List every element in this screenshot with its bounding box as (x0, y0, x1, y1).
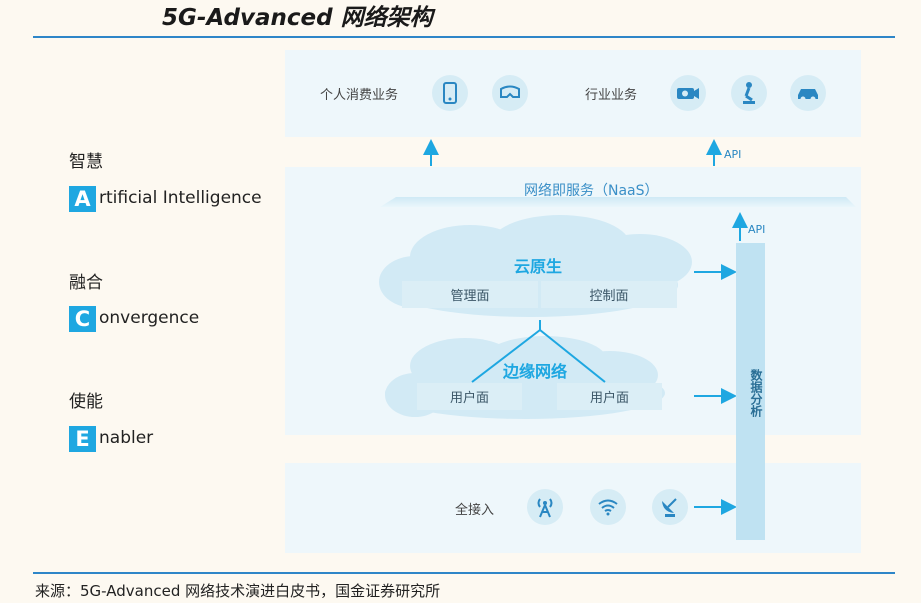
phone-icon (432, 75, 468, 111)
data-analysis-bar (736, 243, 765, 540)
consumer-services-label: 个人消费业务 (320, 88, 399, 103)
management-plane: 管理面 (402, 281, 538, 308)
antenna-tower-icon (527, 489, 563, 525)
full-access-label: 全接入 (455, 503, 495, 518)
page-title: 5G-Advanced 网络架构 (162, 5, 433, 31)
pillar-enabler-cn: 使能 (69, 392, 103, 412)
branch-left (471, 329, 541, 383)
camera-icon (670, 75, 706, 111)
pillar-ai-letter: A (69, 186, 96, 212)
control-plane: 控制面 (541, 281, 677, 308)
access-panel (285, 463, 861, 553)
bottom-divider (33, 572, 895, 574)
api-label-top: API (724, 148, 742, 161)
pillar-convergence-en: onvergence (99, 308, 200, 328)
pillar-convergence-cn: 融合 (69, 273, 103, 293)
user-plane-right: 用户面 (557, 383, 662, 410)
wifi-icon (590, 489, 626, 525)
car-icon (790, 75, 826, 111)
satellite-dish-icon (652, 489, 688, 525)
robot-arm-icon (731, 75, 767, 111)
top-divider (33, 36, 895, 38)
naas-label: 网络即服务（NaaS） (524, 183, 659, 199)
branch-right (539, 329, 606, 383)
naas-band (380, 197, 856, 207)
industry-services-label: 行业业务 (585, 88, 638, 103)
pillar-ai-en: rtificial Intelligence (99, 188, 262, 208)
source-note: 来源：5G-Advanced 网络技术演进白皮书，国金证券研究所 (35, 582, 441, 600)
user-plane-left: 用户面 (417, 383, 522, 410)
api-label-side: API (748, 223, 766, 236)
pillar-convergence-letter: C (69, 306, 96, 332)
data-analysis-label: 数据分析 (749, 369, 763, 417)
pillar-ai-cn: 智慧 (69, 152, 103, 172)
vr-headset-icon (492, 75, 528, 111)
pillar-enabler-letter: E (69, 426, 96, 452)
edge-network-title: 边缘网络 (503, 362, 568, 381)
cloud-native-title: 云原生 (514, 257, 563, 276)
pillar-enabler-en: nabler (99, 428, 154, 448)
